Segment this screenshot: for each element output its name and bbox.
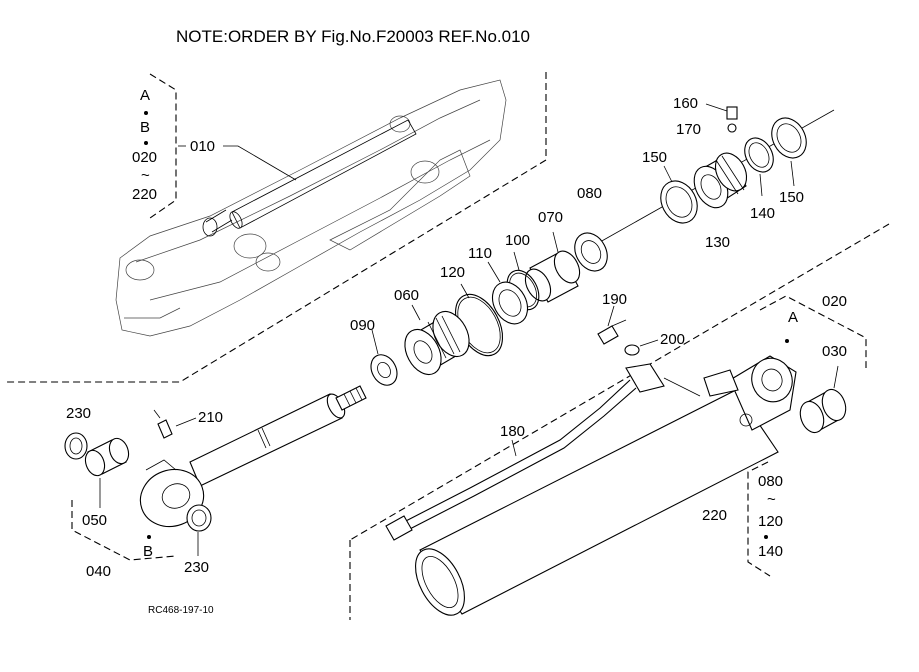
backup-ring-150-right bbox=[771, 117, 807, 159]
range-right-from: 080 bbox=[758, 473, 783, 490]
bolt-190 bbox=[597, 325, 619, 345]
range-second-point: B bbox=[140, 119, 150, 136]
piston-rod bbox=[189, 393, 343, 487]
cylinder-tube-220 bbox=[419, 389, 779, 615]
callout-070: 070 bbox=[538, 209, 563, 226]
dust-seal-230-left bbox=[64, 432, 88, 460]
hose-group: 190 200 180 bbox=[385, 291, 701, 541]
callout-110: 110 bbox=[468, 245, 492, 262]
range-right-tilde: ~ bbox=[767, 491, 776, 508]
steel-ball-170 bbox=[727, 123, 737, 133]
callout-140: 140 bbox=[750, 205, 775, 222]
callout-020: 020 bbox=[822, 293, 847, 310]
callout-230-top: 230 bbox=[66, 405, 91, 422]
callout-190: 190 bbox=[602, 291, 627, 308]
callout-080: 080 bbox=[577, 185, 602, 202]
callout-030: 030 bbox=[822, 343, 847, 360]
backup-ring-150-left bbox=[660, 180, 698, 224]
callout-100: 100 bbox=[505, 232, 530, 249]
dust-seal-080 bbox=[574, 232, 608, 272]
boom-assembly-illustration bbox=[115, 79, 507, 337]
range-right-middle: 120 bbox=[758, 513, 783, 530]
range-box-right: 080 ~ 120 140 bbox=[747, 461, 783, 577]
callout-220: 220 bbox=[702, 507, 727, 524]
callout-120: 120 bbox=[440, 264, 465, 281]
callout-090: 090 bbox=[350, 317, 375, 334]
grease-fitting-210 bbox=[157, 419, 173, 439]
o-ring-140 bbox=[744, 137, 774, 173]
callout-230-bottom: 230 bbox=[184, 559, 209, 576]
range-top-point: A bbox=[140, 87, 150, 104]
callout-040: 040 bbox=[86, 563, 111, 580]
callout-010: 010 bbox=[190, 138, 215, 155]
gland-parts-group: 160 170 150 140 130 150 080 bbox=[574, 95, 835, 272]
drawing-code: RC468-197-10 bbox=[148, 605, 214, 616]
cylinder-tube-group: A 220 030 020 bbox=[415, 293, 867, 616]
callout-170: 170 bbox=[676, 121, 701, 138]
point-a-label: A bbox=[788, 309, 798, 326]
section-boundaries bbox=[5, 72, 890, 620]
callout-150-right: 150 bbox=[779, 189, 804, 206]
callout-180: 180 bbox=[500, 423, 525, 440]
piston-rod-group: 210 230 050 230 B 040 bbox=[64, 385, 367, 580]
range-from: 020 bbox=[132, 149, 157, 166]
callout-200: 200 bbox=[660, 331, 685, 348]
order-note: NOTE:ORDER BY Fig.No.F20003 REF.No.010 bbox=[176, 27, 530, 46]
range-right-to: 140 bbox=[758, 543, 783, 560]
point-b-label: B bbox=[143, 543, 153, 560]
washer-200 bbox=[624, 344, 640, 356]
dust-seal-230-bottom bbox=[186, 504, 212, 532]
callout-060: 060 bbox=[394, 287, 419, 304]
range-box-top-left: A B 020 ~ 220 010 bbox=[132, 73, 297, 219]
piston-seal-group: 070 100 110 120 060 090 bbox=[350, 209, 581, 386]
range-to: 220 bbox=[132, 186, 157, 203]
set-screw-160 bbox=[726, 106, 738, 120]
callout-130: 130 bbox=[705, 234, 730, 251]
callout-050: 050 bbox=[82, 512, 107, 529]
hose-180 bbox=[399, 379, 631, 525]
callout-210: 210 bbox=[198, 409, 223, 426]
callout-150-left: 150 bbox=[642, 149, 667, 166]
nut-090 bbox=[370, 354, 398, 386]
range-tilde: ~ bbox=[141, 167, 150, 184]
callout-160: 160 bbox=[673, 95, 698, 112]
